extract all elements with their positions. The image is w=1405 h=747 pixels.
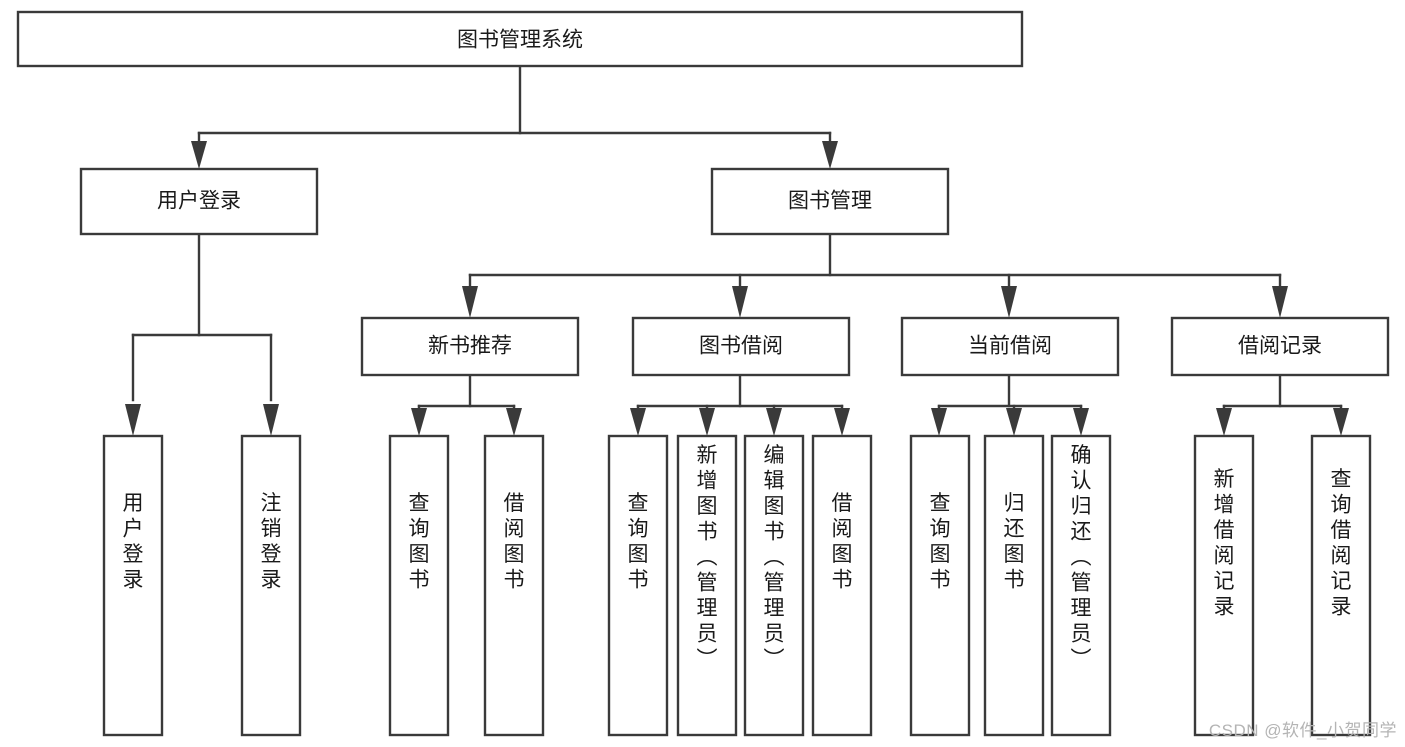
node-leaf-confirm-return-box[interactable]	[1050, 434, 1112, 737]
arrow-head-leaf-user-logout	[263, 404, 279, 436]
edges-layer	[125, 64, 1349, 436]
node-leaf-borrow-book-1-label: 借阅图书	[504, 492, 525, 592]
node-leaf-user-logout-label: 注销登录	[261, 492, 282, 592]
node-leaf-query-record-label: 查询借阅记录	[1331, 468, 1352, 619]
node-leaf-query-record-box[interactable]	[1310, 434, 1372, 737]
node-leaf-add-record-box[interactable]	[1193, 434, 1255, 737]
node-leaf-user-logout-box[interactable]	[240, 434, 302, 737]
node-leaf-add-record-label: 新增借阅记录	[1214, 468, 1235, 619]
node-root-box[interactable]	[16, 10, 1024, 68]
node-leaf-add-record[interactable]: 新增借阅记录	[1193, 434, 1255, 737]
node-leaf-borrow-book-2[interactable]: 借阅图书	[811, 434, 873, 737]
node-leaf-confirm-return-label: 确认归还︵管理员︶	[1071, 444, 1092, 671]
node-leaf-return-book[interactable]: 归还图书	[983, 434, 1045, 737]
node-current-borrow[interactable]: 当前借阅	[900, 316, 1120, 377]
node-book-management-box[interactable]	[710, 167, 950, 236]
node-leaf-borrow-book-1-box[interactable]	[483, 434, 545, 737]
node-leaf-query-book-2[interactable]: 查询图书	[607, 434, 669, 737]
arrow-head-user-login	[191, 141, 207, 169]
node-new-book-recommend-box[interactable]	[360, 316, 580, 377]
node-leaf-query-book-2-box[interactable]	[607, 434, 669, 737]
node-leaf-add-book-box[interactable]	[676, 434, 738, 737]
node-leaf-add-book-label: 新增图书︵管理员︶	[697, 444, 718, 671]
node-new-book-recommend[interactable]: 新书推荐	[360, 316, 580, 377]
arrow-head-book-management	[822, 141, 838, 169]
node-leaf-user-logout[interactable]: 注销登录	[240, 434, 302, 737]
arrow-head-leaf-query-book-1	[411, 408, 427, 436]
node-book-borrow[interactable]: 图书借阅	[631, 316, 851, 377]
node-book-management-label: 图书管理	[788, 190, 872, 213]
arrow-head-leaf-borrow-book-1	[506, 408, 522, 436]
arrow-head-leaf-query-book-3	[931, 408, 947, 436]
node-leaf-edit-book-label: 编辑图书︵管理员︶	[764, 444, 785, 671]
node-user-login-label: 用户登录	[157, 190, 241, 213]
node-root[interactable]: 图书管理系统	[16, 10, 1024, 68]
node-leaf-query-book-3[interactable]: 查询图书	[909, 434, 971, 737]
node-leaf-query-book-1[interactable]: 查询图书	[388, 434, 450, 737]
node-current-borrow-label: 当前借阅	[968, 335, 1052, 358]
node-user-login[interactable]: 用户登录	[79, 167, 319, 236]
node-leaf-query-book-2-label: 查询图书	[628, 492, 649, 592]
arrow-head-current-borrow	[1001, 286, 1017, 318]
arrow-head-leaf-confirm-return	[1073, 408, 1089, 436]
node-leaf-query-book-3-box[interactable]	[909, 434, 971, 737]
arrow-head-leaf-return-book	[1006, 408, 1022, 436]
node-leaf-user-login[interactable]: 用户登录	[102, 434, 164, 737]
arrow-head-leaf-user-login	[125, 404, 141, 436]
arrow-head-leaf-query-book-2	[630, 408, 646, 436]
node-user-login-box[interactable]	[79, 167, 319, 236]
node-root-label: 图书管理系统	[457, 29, 583, 52]
node-leaf-borrow-book-1[interactable]: 借阅图书	[483, 434, 545, 737]
node-leaf-user-login-label: 用户登录	[123, 492, 144, 592]
arrow-head-book-borrow	[732, 286, 748, 318]
node-leaf-user-login-box[interactable]	[102, 434, 164, 737]
arrow-head-leaf-add-book	[699, 408, 715, 436]
arrow-head-borrow-record	[1272, 286, 1288, 318]
node-book-borrow-label: 图书借阅	[699, 335, 783, 358]
node-new-book-recommend-label: 新书推荐	[428, 335, 512, 358]
csdn-watermark: CSDN @软件_小贺同学	[1208, 721, 1397, 740]
arrow-head-leaf-edit-book	[766, 408, 782, 436]
arrow-head-leaf-add-record	[1216, 408, 1232, 436]
node-leaf-edit-book[interactable]: 编辑图书︵管理员︶	[743, 434, 805, 737]
node-leaf-query-record[interactable]: 查询借阅记录	[1310, 434, 1372, 737]
node-leaf-borrow-book-2-box[interactable]	[811, 434, 873, 737]
node-leaf-return-book-label: 归还图书	[1004, 492, 1025, 592]
node-leaf-add-book[interactable]: 新增图书︵管理员︶	[676, 434, 738, 737]
arrow-head-leaf-borrow-book-2	[834, 408, 850, 436]
node-borrow-record-box[interactable]	[1170, 316, 1390, 377]
node-leaf-query-book-3-label: 查询图书	[930, 492, 951, 592]
node-borrow-record[interactable]: 借阅记录	[1170, 316, 1390, 377]
node-leaf-query-book-1-box[interactable]	[388, 434, 450, 737]
node-leaf-edit-book-box[interactable]	[743, 434, 805, 737]
node-leaf-borrow-book-2-label: 借阅图书	[832, 492, 853, 592]
arrow-head-new-book-recommend	[462, 286, 478, 318]
node-leaf-return-book-box[interactable]	[983, 434, 1045, 737]
node-leaf-query-book-1-label: 查询图书	[409, 492, 430, 592]
node-current-borrow-box[interactable]	[900, 316, 1120, 377]
node-book-borrow-box[interactable]	[631, 316, 851, 377]
node-leaf-confirm-return[interactable]: 确认归还︵管理员︶	[1050, 434, 1112, 737]
arrow-head-leaf-query-record	[1333, 408, 1349, 436]
node-book-management[interactable]: 图书管理	[710, 167, 950, 236]
node-borrow-record-label: 借阅记录	[1238, 335, 1322, 358]
